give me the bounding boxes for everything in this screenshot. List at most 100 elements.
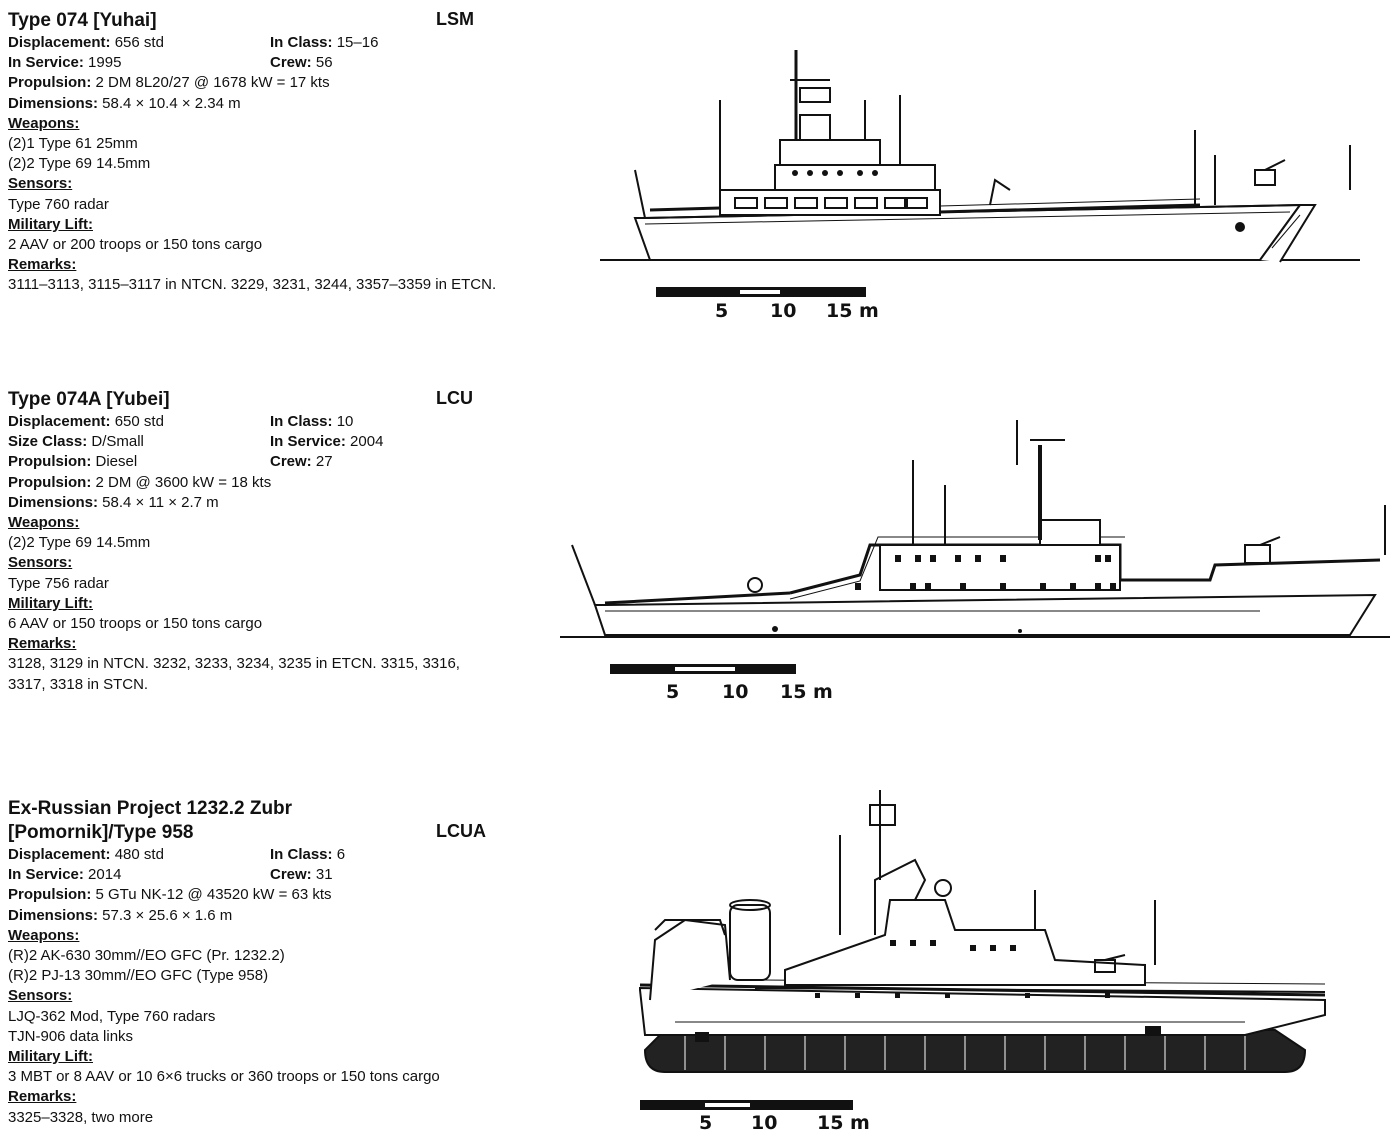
spec-row: Size Class: D/Small In Service: 2004 bbox=[8, 432, 518, 452]
dimensions-line: Dimensions: 58.4 × 11 × 2.7 m bbox=[8, 493, 518, 513]
spec-key: Crew: bbox=[270, 453, 312, 471]
remarks-text: 3111–3113, 3115–3117 in NTCN. 3229, 3231… bbox=[8, 276, 497, 294]
weapon-item: (R)2 AK-630 30mm//EO GFC (Pr. 1232.2) bbox=[8, 947, 285, 965]
military-lift-heading: Military Lift: bbox=[8, 215, 93, 233]
military-lift-heading: Military Lift: bbox=[8, 1048, 93, 1066]
spec-value: 58.4 × 10.4 × 2.34 m bbox=[98, 94, 241, 112]
weapon-item: (2)1 Type 61 25mm bbox=[8, 135, 138, 153]
spec-key: In Class: bbox=[270, 34, 333, 51]
spec-key: In Service: bbox=[8, 866, 84, 884]
military-lift-heading: Military Lift: bbox=[8, 594, 93, 612]
dimensions-line: Dimensions: 57.3 × 25.6 × 1.6 m bbox=[8, 906, 518, 926]
ship-title-line2: [Pomornik]/Type 958 bbox=[8, 822, 194, 843]
spec-key: Displacement: bbox=[8, 34, 111, 51]
spec-value: 6 bbox=[332, 846, 346, 863]
spec-key: In Class: bbox=[270, 846, 333, 863]
scale-bar: 5 10 15 m bbox=[610, 664, 833, 703]
spec-key: Propulsion: bbox=[8, 473, 92, 491]
spec-key: Size Class: bbox=[8, 433, 88, 451]
spec-key: Propulsion: bbox=[8, 453, 92, 471]
ship-entry-type-074a: Type 074A [Yubei] LCU Displacement: 650 … bbox=[8, 388, 518, 695]
spec-key: In Class: bbox=[270, 413, 333, 430]
remarks-heading: Remarks: bbox=[8, 1088, 77, 1106]
class-type-badge: LSM bbox=[436, 9, 474, 29]
scale-label-15m: 15 m bbox=[817, 1112, 870, 1132]
spec-col2: Crew: 27 bbox=[270, 452, 333, 472]
scale-bar: 5 10 15 m bbox=[640, 1100, 870, 1132]
propulsion-line: Propulsion: 5 GTu NK-12 @ 43520 kW = 63 … bbox=[8, 885, 518, 905]
spec-key: Crew: bbox=[270, 866, 312, 884]
spec-value: 31 bbox=[311, 866, 333, 884]
class-type-badge: LCUA bbox=[436, 821, 486, 841]
ship-drawing-zubr: 5 10 15 m bbox=[639, 790, 1326, 1132]
scale-label-10: 10 bbox=[770, 300, 796, 322]
spec-value: 15–16 bbox=[332, 34, 379, 51]
weapon-item: (R)2 PJ-13 30mm//EO GFC (Type 958) bbox=[8, 967, 269, 985]
spec-value: Diesel bbox=[91, 453, 138, 471]
sensors-heading: Sensors: bbox=[8, 554, 73, 572]
ship-drawing-type-074a: 5 10 15 m bbox=[560, 420, 1390, 703]
spec-key: Dimensions: bbox=[8, 94, 99, 112]
scale-label-15m: 15 m bbox=[780, 681, 833, 703]
spec-col2: Crew: 31 bbox=[270, 865, 333, 885]
spec-key: Crew: bbox=[270, 54, 312, 72]
spec-key: Dimensions: bbox=[8, 493, 99, 511]
spec-col2: Crew: 56 bbox=[270, 53, 333, 73]
propulsion-line: Propulsion: 2 DM @ 3600 kW = 18 kts bbox=[8, 473, 518, 493]
spec-value: 10 bbox=[332, 413, 354, 430]
ship-title-line1: Ex-Russian Project 1232.2 Zubr bbox=[8, 798, 293, 819]
spec-row: In Service: 1995 Crew: 56 bbox=[8, 53, 518, 73]
ship-entry-zubr: Ex-Russian Project 1232.2 Zubr [Pomornik… bbox=[8, 797, 518, 1128]
spec-key: Displacement: bbox=[8, 413, 111, 430]
lift-item: 3 MBT or 8 AAV or 10 6×6 trucks or 360 t… bbox=[8, 1068, 440, 1086]
spec-value: 650 std bbox=[110, 413, 164, 430]
title-row: [Pomornik]/Type 958 LCUA bbox=[8, 821, 518, 845]
scale-label-5: 5 bbox=[715, 300, 728, 322]
scale-label-5: 5 bbox=[666, 681, 679, 703]
remarks-heading: Remarks: bbox=[8, 256, 77, 274]
spec-value: D/Small bbox=[87, 433, 144, 451]
ship-title: Type 074 [Yuhai] bbox=[8, 10, 157, 31]
ship-entry-type-074: Type 074 [Yuhai] LSM Displacement: 656 s… bbox=[8, 9, 518, 296]
spec-key: Propulsion: bbox=[8, 74, 92, 92]
spec-col2: In Class: 15–16 bbox=[270, 33, 378, 53]
title-row: Type 074 [Yuhai] LSM bbox=[8, 9, 518, 33]
ship-title: Type 074A [Yubei] bbox=[8, 389, 170, 410]
propulsion-line: Propulsion: 2 DM 8L20/27 @ 1678 kW = 17 … bbox=[8, 73, 518, 93]
spec-value: 2 DM @ 3600 kW = 18 kts bbox=[91, 473, 272, 491]
spec-col2: In Service: 2004 bbox=[270, 432, 383, 452]
title-row: Type 074A [Yubei] LCU bbox=[8, 388, 518, 412]
weapons-heading: Weapons: bbox=[8, 926, 80, 944]
spec-key: Propulsion: bbox=[8, 886, 92, 904]
remarks-text: 3325–3328, two more bbox=[8, 1108, 154, 1126]
spec-value: 2004 bbox=[345, 433, 384, 451]
ship-drawing-type-074: 5 10 15 m bbox=[600, 50, 1360, 322]
spec-col2: In Class: 6 bbox=[270, 845, 345, 865]
spec-value: 56 bbox=[311, 54, 333, 72]
spec-key: In Service: bbox=[8, 54, 84, 72]
spec-key: Dimensions: bbox=[8, 906, 99, 924]
spec-value: 5 GTu NK-12 @ 43520 kW = 63 kts bbox=[91, 886, 332, 904]
sensors-heading: Sensors: bbox=[8, 175, 73, 193]
weapon-item: (2)2 Type 69 14.5mm bbox=[8, 534, 151, 552]
remarks-heading: Remarks: bbox=[8, 635, 77, 653]
spec-value: 480 std bbox=[110, 846, 164, 863]
spec-key: In Service: bbox=[270, 433, 346, 451]
scale-label-10: 10 bbox=[722, 681, 748, 703]
sensor-item: TJN-906 data links bbox=[8, 1027, 134, 1045]
class-type-badge: LCU bbox=[436, 388, 473, 408]
weapons-heading: Weapons: bbox=[8, 514, 80, 532]
spec-row: In Service: 2014 Crew: 31 bbox=[8, 865, 518, 885]
lift-item: 6 AAV or 150 troops or 150 tons cargo bbox=[8, 615, 263, 633]
spec-value: 1995 bbox=[83, 54, 122, 72]
spec-row: Displacement: 650 std In Class: 10 bbox=[8, 412, 518, 432]
weapons-heading: Weapons: bbox=[8, 114, 80, 132]
spec-value: 656 std bbox=[110, 34, 164, 51]
dimensions-line: Dimensions: 58.4 × 10.4 × 2.34 m bbox=[8, 94, 518, 114]
spec-col2: In Class: 10 bbox=[270, 412, 353, 432]
spec-row: Propulsion: Diesel Crew: 27 bbox=[8, 452, 518, 472]
spec-value: 58.4 × 11 × 2.7 m bbox=[98, 493, 219, 511]
sensor-item: Type 756 radar bbox=[8, 574, 109, 592]
sensors-heading: Sensors: bbox=[8, 987, 73, 1005]
scale-label-15m: 15 m bbox=[826, 300, 879, 322]
